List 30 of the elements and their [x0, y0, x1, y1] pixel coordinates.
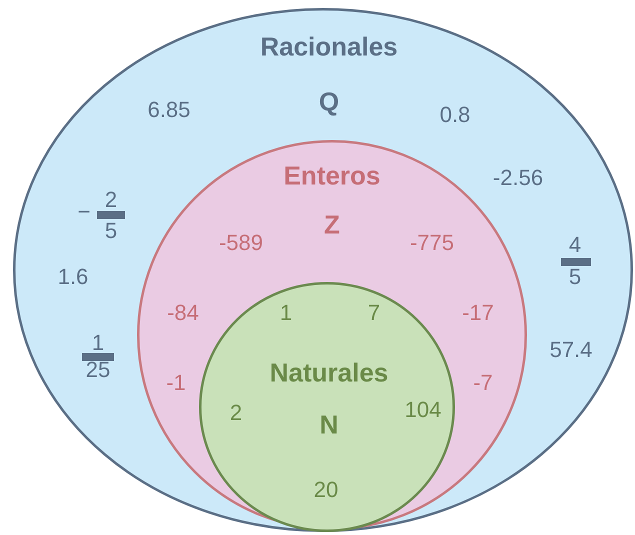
number-label: 4	[568, 234, 582, 256]
number-label: 7	[368, 302, 380, 324]
number-label: 104	[404, 399, 442, 421]
number-label: 5	[104, 220, 118, 242]
number-label: 1	[280, 302, 292, 324]
set-symbol: Q	[318, 86, 340, 118]
set-ellipse	[199, 282, 455, 532]
number-label: 6.85	[148, 99, 190, 121]
set-symbol: Z	[324, 210, 340, 240]
number-label: 0.8	[440, 104, 470, 126]
number-label: 20	[314, 479, 338, 501]
number-label: −	[78, 201, 90, 223]
number-label: 57.4	[550, 339, 592, 361]
set-name: Naturales	[270, 358, 388, 388]
number-label: 25	[86, 359, 110, 381]
number-label: -2.56	[492, 167, 544, 189]
number-label: -17	[462, 302, 494, 324]
number-label: 2	[104, 189, 118, 211]
number-label: 1.6	[58, 266, 88, 288]
set-name: Enteros	[284, 160, 380, 192]
number-label: -84	[167, 302, 199, 324]
number-label: 2	[230, 402, 242, 424]
number-label: -7	[473, 372, 493, 394]
number-label: -1	[166, 372, 186, 394]
number-label: 5	[568, 266, 582, 288]
number-label: -775	[410, 232, 454, 254]
set-symbol: N	[320, 410, 338, 440]
number-label: 1	[92, 332, 104, 354]
number-label: -589	[218, 232, 264, 254]
set-name: Racionales	[260, 32, 398, 62]
